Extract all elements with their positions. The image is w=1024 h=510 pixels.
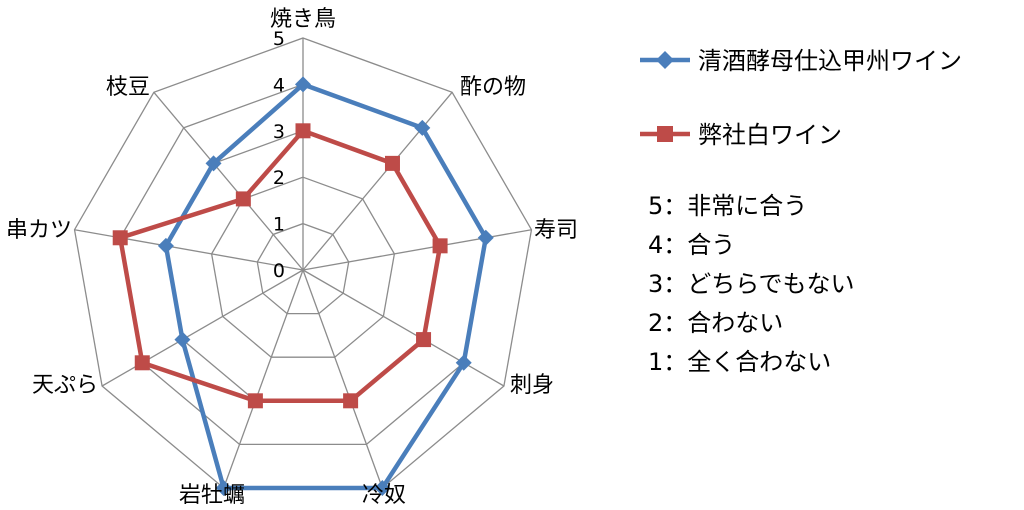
legend-label: 清酒酵母仕込甲州ワイン bbox=[698, 47, 962, 75]
scale-annotation: 1：全く合わない bbox=[648, 348, 831, 376]
data-point bbox=[414, 119, 431, 136]
data-point bbox=[432, 238, 448, 254]
grid-spoke bbox=[302, 91, 453, 271]
data-point bbox=[477, 229, 494, 246]
data-point bbox=[416, 332, 432, 348]
category-label: 枝豆 bbox=[106, 75, 150, 100]
data-point bbox=[112, 230, 128, 246]
data-point bbox=[384, 155, 400, 171]
category-label: 酢の物 bbox=[460, 75, 526, 100]
scale-annotation: 5：非常に合う bbox=[648, 192, 807, 220]
grid-ring-1 bbox=[256, 222, 350, 315]
data-point bbox=[205, 155, 222, 172]
grid-spoke bbox=[302, 269, 383, 489]
category-label: 寿司 bbox=[534, 218, 578, 243]
data-point bbox=[157, 237, 174, 254]
legend-marker bbox=[657, 126, 673, 142]
tick-label: 2 bbox=[273, 167, 285, 189]
grid-spoke bbox=[302, 229, 532, 271]
category-label: 焼き鳥 bbox=[270, 7, 336, 32]
scale-annotation: 3：どちらでもない bbox=[648, 270, 855, 298]
data-point bbox=[295, 76, 311, 93]
category-label: 冷奴 bbox=[362, 483, 406, 506]
data-point bbox=[215, 480, 232, 497]
data-point bbox=[295, 123, 311, 139]
legend-label: 弊社白ワイン bbox=[698, 121, 842, 149]
data-point bbox=[174, 331, 191, 348]
data-point bbox=[235, 191, 251, 207]
tick-label: 5 bbox=[273, 28, 285, 50]
legend-marker bbox=[656, 51, 674, 69]
scale-annotation: 2：合わない bbox=[648, 309, 783, 337]
category-label: 岩牡蠣 bbox=[179, 483, 245, 506]
category-label: 串カツ bbox=[6, 218, 72, 243]
grid-spoke bbox=[223, 269, 304, 489]
grid-spoke bbox=[153, 91, 304, 271]
scale-annotation: 4：合う bbox=[648, 231, 735, 259]
tick-label: 4 bbox=[273, 74, 285, 96]
tick-label: 0 bbox=[273, 260, 285, 282]
series-line bbox=[117, 128, 443, 404]
series-line bbox=[163, 82, 489, 491]
category-label: 刺身 bbox=[510, 373, 554, 398]
grid-spoke bbox=[101, 269, 304, 387]
data-point bbox=[455, 354, 472, 371]
grid-spoke bbox=[302, 269, 505, 387]
category-label: 天ぷら bbox=[32, 373, 98, 398]
data-point bbox=[247, 393, 263, 409]
grid-ring-2 bbox=[210, 176, 396, 358]
grid-spoke bbox=[74, 229, 304, 271]
data-point bbox=[134, 355, 150, 371]
data-point bbox=[374, 480, 391, 497]
tick-label: 1 bbox=[273, 214, 285, 236]
tick-label: 3 bbox=[273, 121, 285, 143]
data-point bbox=[343, 393, 359, 409]
